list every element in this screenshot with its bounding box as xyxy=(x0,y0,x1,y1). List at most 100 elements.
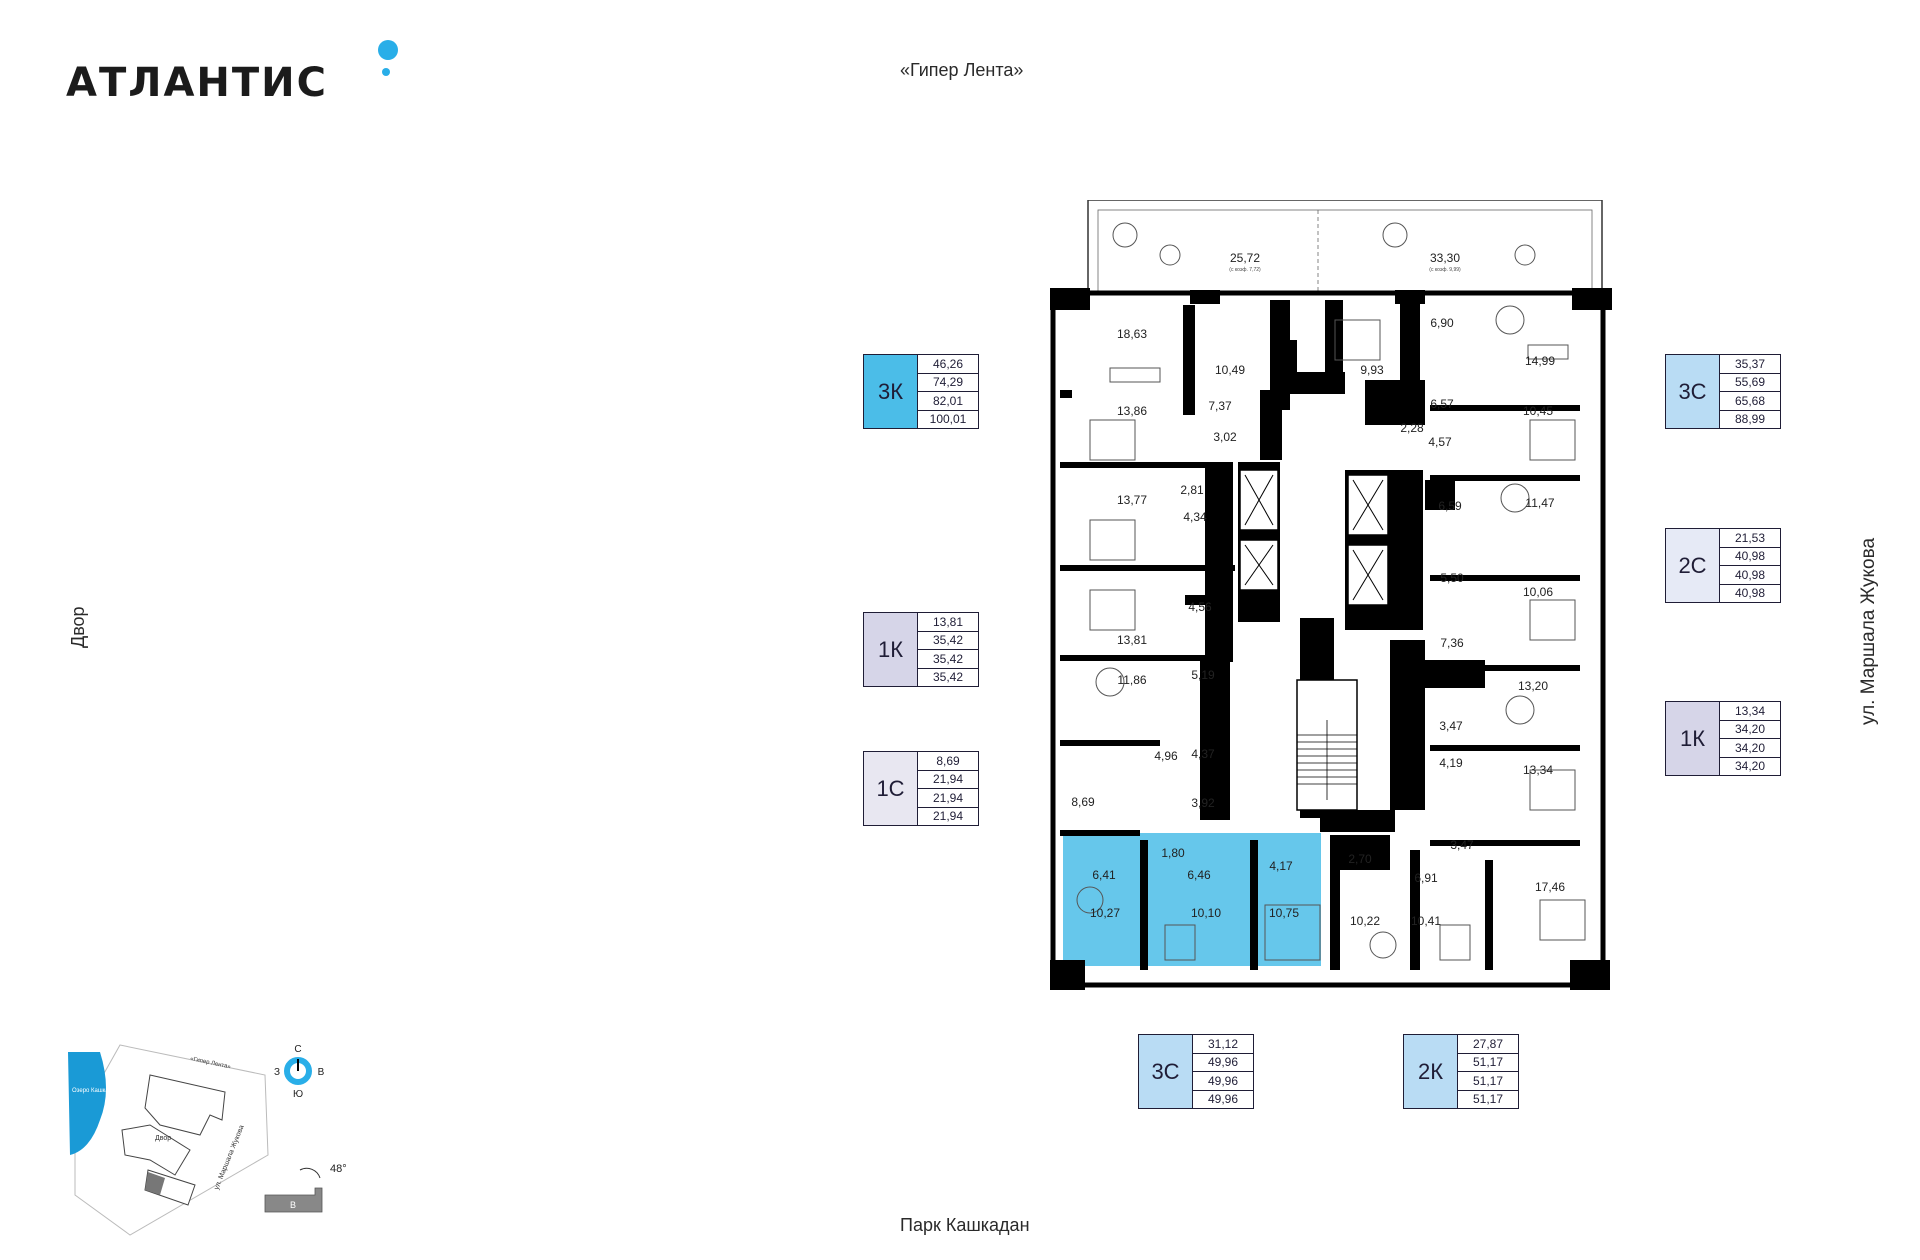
section-label: В xyxy=(290,1200,296,1210)
room-area: 6,46 xyxy=(1187,868,1211,882)
unit-areas: 13,34 34,20 34,20 34,20 xyxy=(1720,702,1780,775)
unit-card-1s[interactable]: 1С 8,69 21,94 21,94 21,94 xyxy=(863,751,979,826)
unit-area: 35,42 xyxy=(932,670,964,685)
unit-type: 2К xyxy=(1404,1035,1458,1108)
interior-walls xyxy=(1060,300,1580,970)
unit-area: 40,98 xyxy=(1720,566,1780,585)
rotation-angle: 48° xyxy=(330,1163,347,1175)
unit-area: 27,87 xyxy=(1458,1035,1518,1054)
room-area: 4,37 xyxy=(1191,747,1215,761)
unit-type: 1С xyxy=(864,752,918,825)
unit-card-3k[interactable]: 3К 46,26 74,29 82,01 100,01 xyxy=(863,354,979,429)
room-area: 10,49 xyxy=(1214,363,1246,377)
unit-areas: 13,81 35,42 35,42 35,42 xyxy=(918,613,978,686)
unit-card-3s-bottom[interactable]: 3С 31,12 49,96 49,96 49,96 xyxy=(1138,1034,1254,1109)
unit-area: 40,98 xyxy=(1720,548,1780,566)
room-area: 18,63 xyxy=(1116,327,1148,341)
brand-logo: АТЛАНТИС xyxy=(66,60,329,106)
terrace-area: 25,72 xyxy=(1230,251,1260,265)
unit-area: 34,20 xyxy=(1720,721,1780,739)
unit-area: 51,17 xyxy=(1458,1054,1518,1072)
lake-shape xyxy=(68,1052,106,1155)
room-area: 13,86 xyxy=(1116,404,1148,418)
terrace-note: (с коэф. 7,72) xyxy=(1229,267,1261,273)
room-area: 6,91 xyxy=(1414,871,1438,885)
room-area: 4,34 xyxy=(1183,510,1207,524)
compass-north: С xyxy=(294,1044,301,1055)
room-area: 10,10 xyxy=(1190,906,1222,920)
unit-type: 3С xyxy=(1139,1035,1193,1108)
unit-type: 2С xyxy=(1666,529,1720,602)
room-area: 17,46 xyxy=(1534,880,1566,894)
room-area: 4,56 xyxy=(1188,600,1212,614)
room-area: 10,45 xyxy=(1522,404,1554,418)
landmark-right: ул. Маршала Жукова xyxy=(1858,537,1879,725)
unit-area: 21,53 xyxy=(1720,529,1780,548)
section-locator: 48° В xyxy=(264,1163,347,1213)
unit-area: 65,68 xyxy=(1720,392,1780,411)
landmark-top: «Гипер Лента» xyxy=(900,60,1024,80)
room-area: 10,41 xyxy=(1410,914,1442,928)
unit-type: 3С xyxy=(1666,355,1720,428)
unit-area: 21,94 xyxy=(932,809,964,824)
unit-area: 31,12 xyxy=(1193,1035,1253,1054)
furniture xyxy=(1076,222,1586,961)
unit-area: 100,01 xyxy=(929,412,967,427)
room-area: 8,69 xyxy=(1071,795,1095,809)
room-area: 13,20 xyxy=(1517,679,1549,693)
unit-area: 35,42 xyxy=(918,650,978,669)
unit-area: 21,94 xyxy=(918,771,978,789)
unit-area: 13,34 xyxy=(1720,702,1780,721)
unit-type: 1К xyxy=(864,613,918,686)
unit-area: 8,69 xyxy=(918,752,978,771)
terrace-area: 33,30 xyxy=(1430,251,1460,265)
unit-type: 1К xyxy=(1666,702,1720,775)
room-area: 10,27 xyxy=(1089,906,1121,920)
room-area: 13,81 xyxy=(1116,633,1148,647)
landmark-left: Двор xyxy=(68,606,88,648)
unit-areas: 27,87 51,17 51,17 51,17 xyxy=(1458,1035,1518,1108)
room-area: 6,59 xyxy=(1438,499,1462,513)
unit-card-3s-right[interactable]: 3С 35,37 55,69 65,68 88,99 xyxy=(1665,354,1781,429)
rotation-arc-icon xyxy=(299,1167,321,1179)
unit-area: 55,69 xyxy=(1720,374,1780,392)
room-area: 2,81 xyxy=(1180,483,1204,497)
unit-card-1k-left[interactable]: 1К 13,81 35,42 35,42 35,42 xyxy=(863,612,979,687)
room-area: 2,28 xyxy=(1400,421,1424,435)
elevators xyxy=(1239,469,1389,606)
room-area: 6,90 xyxy=(1430,316,1454,330)
room-area: 2,70 xyxy=(1348,852,1372,866)
room-area: 11,86 xyxy=(1117,673,1147,687)
room-area: 3,92 xyxy=(1191,796,1215,810)
unit-areas: 35,37 55,69 65,68 88,99 xyxy=(1720,355,1780,428)
room-area: 9,93 xyxy=(1360,363,1384,377)
unit-card-1k-right[interactable]: 1К 13,34 34,20 34,20 34,20 xyxy=(1665,701,1781,776)
unit-area: 74,29 xyxy=(918,374,978,392)
room-area: 4,19 xyxy=(1439,756,1463,770)
unit-areas: 8,69 21,94 21,94 21,94 xyxy=(918,752,978,825)
unit-area: 82,01 xyxy=(918,392,978,411)
room-area: 3,47 xyxy=(1450,838,1474,852)
room-area: 4,17 xyxy=(1269,859,1293,873)
unit-area: 46,26 xyxy=(918,355,978,374)
room-area: 14,99 xyxy=(1524,354,1556,368)
unit-card-2k[interactable]: 2К 27,87 51,17 51,17 51,17 xyxy=(1403,1034,1519,1109)
unit-area: 49,96 xyxy=(1193,1054,1253,1072)
room-area: 5,19 xyxy=(1191,668,1215,682)
compass: С Ю З В xyxy=(274,1044,325,1100)
unit-card-2s[interactable]: 2С 21,53 40,98 40,98 40,98 xyxy=(1665,528,1781,603)
unit-area: 51,17 xyxy=(1458,1072,1518,1091)
unit-type: 3К xyxy=(864,355,918,428)
room-area: 10,22 xyxy=(1349,914,1381,928)
room-area: 10,75 xyxy=(1268,906,1300,920)
terrace-note: (с коэф. 9,99) xyxy=(1429,267,1461,273)
room-area: 7,36 xyxy=(1440,636,1464,650)
terrace xyxy=(1087,200,1603,301)
unit-area: 34,20 xyxy=(1734,759,1766,774)
compass-south: Ю xyxy=(293,1089,303,1100)
unit-areas: 31,12 49,96 49,96 49,96 xyxy=(1193,1035,1253,1108)
unit-area: 35,42 xyxy=(918,632,978,650)
unit-area: 21,94 xyxy=(918,789,978,808)
site-minimap: Озеро Кашкадан «Гипер Лента» Двор ул. Ма… xyxy=(68,1044,269,1236)
room-area: 3,47 xyxy=(1439,719,1463,733)
